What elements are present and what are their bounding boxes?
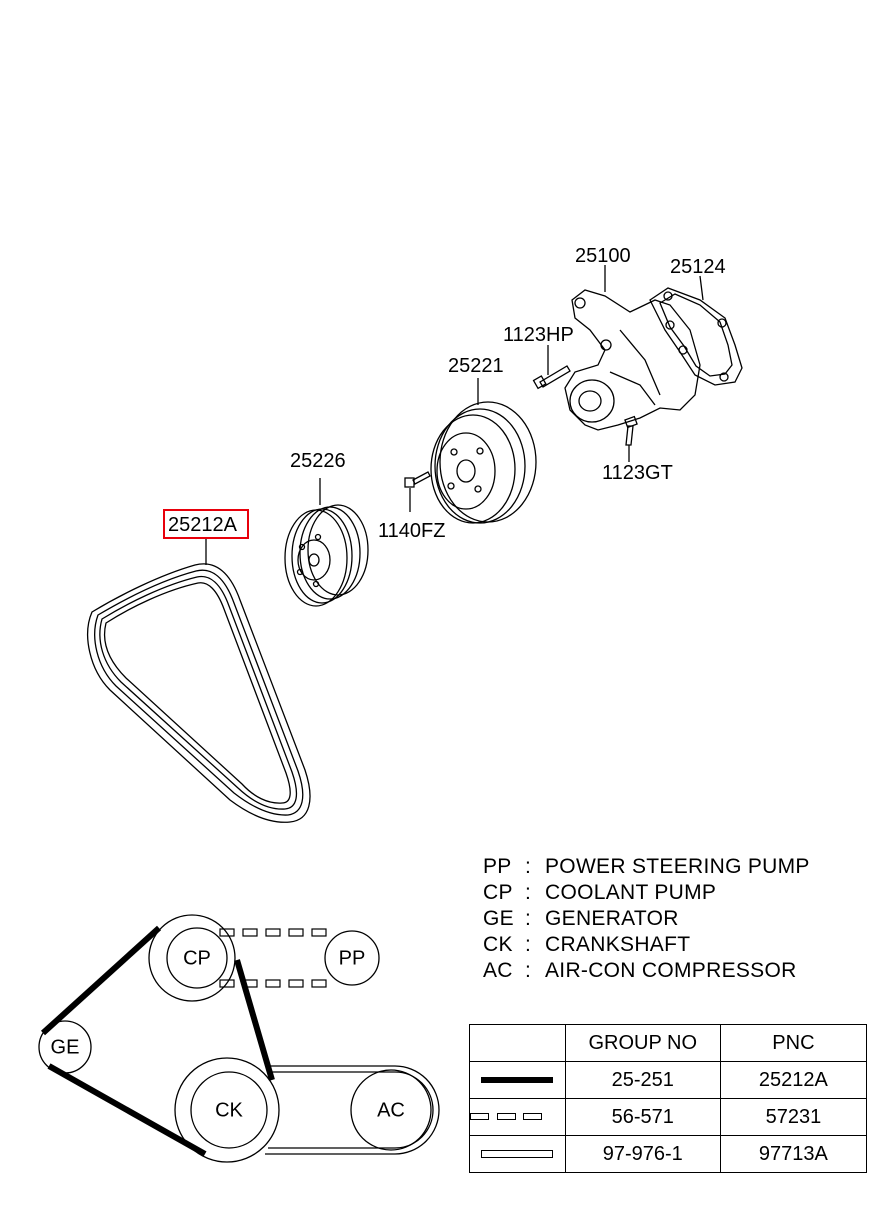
table-row[interactable]: 25-251 25212A [469,1061,868,1099]
part-label-25226: 25226 [290,450,346,472]
node-label-pp: PP [339,947,366,969]
part-label-25124: 25124 [670,256,726,278]
coolant-pump-pulley[interactable] [430,378,537,524]
abbreviation-legend: PP:POWER STEERING PUMP CP:COOLANT PUMP G… [483,854,810,984]
table-cell-group-no: 97-976-1 [564,1135,721,1173]
solid-line-swatch [481,1077,554,1084]
water-pump-housing[interactable] [564,265,701,431]
table-header-group-no: GROUP NO [564,1024,721,1062]
dashed-line-swatch [470,1112,542,1122]
part-label-25212a[interactable]: 25212A [168,514,238,536]
line-style-solid [469,1061,566,1099]
table-cell-group-no: 56-571 [564,1098,721,1136]
table-row[interactable]: 56-571 57231 [469,1098,868,1136]
part-label-25100: 25100 [575,245,631,267]
part-label-1123gt: 1123GT [602,462,673,484]
table-cell-pnc[interactable]: 97713A [719,1135,868,1173]
drive-belt[interactable] [87,538,311,823]
table-header-pnc: PNC [719,1024,868,1062]
node-label-ac: AC [377,1099,405,1121]
part-label-1140fz: 1140FZ [378,520,445,542]
line-style-hollow [469,1135,566,1173]
bolt-1123hp[interactable] [532,345,571,390]
table-cell-pnc[interactable]: 57231 [719,1098,868,1136]
table-cell-pnc[interactable]: 25212A [719,1061,868,1099]
node-label-ge: GE [51,1036,80,1058]
node-label-cp: CP [183,947,211,969]
legend-row-pp: PP:POWER STEERING PUMP [483,855,810,878]
part-label-25221: 25221 [448,355,504,377]
table-cell-group-no: 25-251 [564,1061,721,1099]
legend-row-ck: CK:CRANKSHAFT [483,933,691,956]
legend-row-cp: CP:COOLANT PUMP [483,881,717,904]
legend-row-ac: AC:AIR-CON COMPRESSOR [483,959,797,982]
table-header-row: GROUP NO PNC [469,1024,868,1062]
hollow-line-swatch [481,1150,554,1159]
power-steering-pulley[interactable] [284,478,369,607]
dashed-belt-cp-pp [219,928,327,988]
table-header-style [469,1024,566,1062]
belt-code-table: GROUP NO PNC 25-251 25212A 56-571 57231 … [469,1024,868,1173]
node-label-ck: CK [215,1099,243,1121]
bolt-1123gt[interactable] [624,415,638,462]
line-style-dashed [469,1098,566,1136]
part-label-1123hp: 1123HP [503,324,574,346]
legend-row-ge: GE:GENERATOR [483,907,679,930]
bolt-1140fz[interactable] [404,471,431,512]
water-pump-gasket[interactable] [649,275,743,386]
highlight-box [163,509,249,539]
table-row[interactable]: 97-976-1 97713A [469,1135,868,1173]
belt-routing-schematic [38,914,440,1163]
